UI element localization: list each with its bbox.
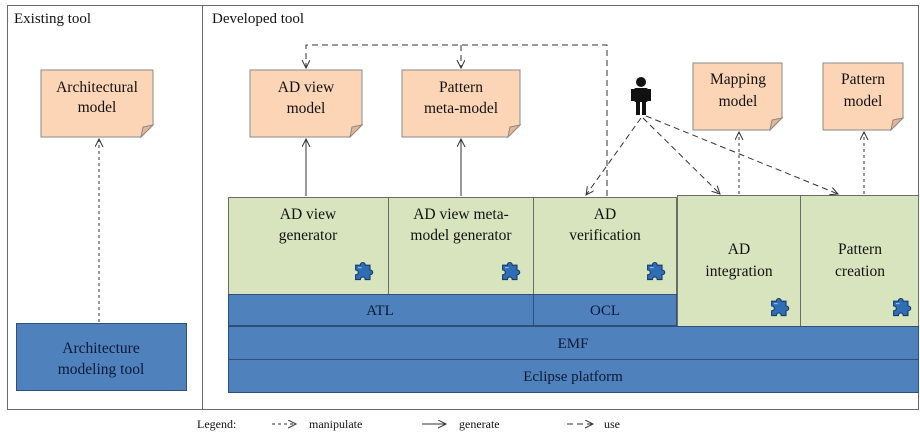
legend: Legend: manipulate generate use bbox=[197, 417, 620, 431]
pattern-creation-component: Pattern creation bbox=[800, 195, 919, 327]
pattern-model-label-2: model bbox=[844, 93, 883, 110]
legend-generate-label: generate bbox=[459, 417, 500, 431]
legend-title: Legend: bbox=[197, 417, 236, 431]
ad-verification-component: AD verification bbox=[533, 197, 677, 295]
ad-view-generator-label-1: AD view bbox=[280, 206, 337, 223]
ad-view-meta-model-generator-component: AD view meta- model generator bbox=[388, 197, 534, 295]
puzzle-piece-icon bbox=[646, 261, 666, 281]
ad-meta-generator-label-2: model generator bbox=[410, 227, 512, 244]
developed-tool-title: Developed tool bbox=[212, 11, 304, 27]
pattern-creation-label-2: creation bbox=[835, 263, 885, 280]
use-arrow-ad-integration bbox=[642, 117, 720, 194]
mapping-model-note: Mapping model bbox=[692, 62, 784, 132]
ad-integration-label-1: AD bbox=[728, 241, 750, 258]
pattern-meta-model-note: Pattern meta-model bbox=[401, 69, 522, 139]
ad-verification-label-1: AD bbox=[594, 206, 616, 223]
eclipse-platform-label: Eclipse platform bbox=[523, 369, 623, 385]
architectural-model-note: Architectural model bbox=[40, 69, 155, 139]
use-arrow-ad-verification bbox=[586, 117, 642, 195]
ad-view-model-note: AD view model bbox=[249, 69, 364, 139]
architecture-modeling-tool-label-1: Architecture bbox=[62, 340, 140, 357]
use-arrow-pattern-creation bbox=[645, 115, 838, 194]
mapping-model-label-1: Mapping bbox=[710, 71, 766, 88]
pattern-meta-model-label-1: Pattern bbox=[439, 79, 483, 96]
legend-use-label: use bbox=[604, 417, 620, 431]
use-arrow-ad-view-model bbox=[306, 44, 608, 196]
ad-integration-component: AD integration bbox=[677, 195, 801, 327]
ad-meta-generator-label-1: AD view meta- bbox=[413, 206, 509, 223]
mapping-model-label-2: model bbox=[719, 93, 758, 110]
person-icon bbox=[631, 77, 651, 115]
architectural-model-label-1: Architectural bbox=[56, 79, 138, 96]
ad-integration-label-2: integration bbox=[705, 263, 772, 280]
architectural-model-label-2: model bbox=[78, 99, 117, 116]
puzzle-piece-icon bbox=[892, 297, 912, 317]
puzzle-piece-icon bbox=[770, 297, 790, 317]
architecture-modeling-tool-label-2: modeling tool bbox=[58, 361, 145, 378]
ocl-label: OCL bbox=[590, 303, 620, 319]
legend-manipulate-label: manipulate bbox=[309, 417, 362, 431]
puzzle-piece-icon bbox=[355, 261, 374, 281]
emf-layer: EMF bbox=[228, 326, 919, 360]
pattern-model-label-1: Pattern bbox=[841, 71, 885, 88]
atl-layer: ATL bbox=[228, 294, 534, 326]
puzzle-piece-icon bbox=[502, 261, 521, 281]
pattern-model-note: Pattern model bbox=[822, 62, 905, 132]
ocl-layer: OCL bbox=[533, 294, 677, 326]
ad-view-model-label-2: model bbox=[287, 100, 326, 117]
eclipse-platform-layer: Eclipse platform bbox=[228, 359, 919, 393]
pattern-meta-model-label-2: meta-model bbox=[424, 100, 498, 117]
existing-tool-title: Existing tool bbox=[14, 11, 91, 27]
ad-view-model-label-1: AD view bbox=[278, 79, 335, 96]
emf-label: EMF bbox=[558, 336, 589, 352]
ad-view-generator-label-2: generator bbox=[279, 227, 338, 244]
ad-verification-label-2: verification bbox=[569, 227, 641, 244]
atl-label: ATL bbox=[366, 303, 394, 319]
architecture-modeling-tool-box: Architecture modeling tool bbox=[16, 323, 187, 391]
pattern-creation-label-1: Pattern bbox=[838, 241, 882, 258]
ad-view-generator-component: AD view generator bbox=[228, 197, 389, 295]
